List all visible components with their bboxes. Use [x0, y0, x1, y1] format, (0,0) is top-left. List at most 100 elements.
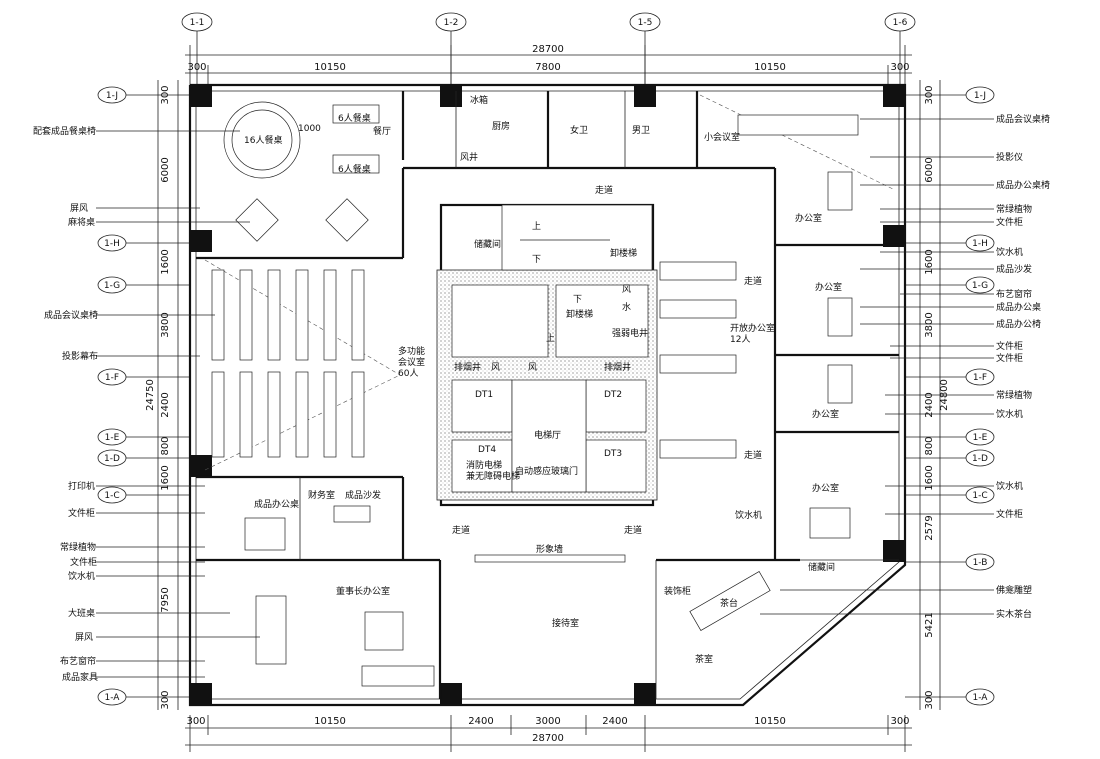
dim-left-5: 2400 — [160, 392, 171, 417]
annotation-right: 成品沙发 — [996, 263, 1032, 275]
room-label: 储藏间 — [474, 238, 501, 250]
room-label: 装饰柜 — [664, 585, 691, 597]
dim-top-total: 28700 — [532, 44, 564, 55]
room-label: DT4 — [478, 445, 496, 455]
dim-right-5: 2400 — [924, 392, 935, 417]
axis-label: 1-1 — [190, 18, 205, 28]
annotations-right: 成品会议桌椅 投影仪 成品办公桌椅 常绿植物 文件柜 饮水机 成品沙发 布艺窗帘… — [760, 113, 1050, 620]
annotation-left: 常绿植物 — [60, 541, 96, 553]
annotation-right: 布艺窗帘 — [996, 288, 1032, 300]
annotation-left: 大班桌 — [68, 607, 95, 619]
axis-label: 1-G — [104, 281, 120, 291]
room-label: 卸楼梯 — [610, 247, 637, 259]
dim-bottom-1: 300 — [186, 716, 205, 727]
right-dimensions: 300 6000 1600 3800 2400 800 1600 2579 54… — [924, 85, 950, 709]
room-label: 男卫 — [632, 125, 650, 136]
room-label: 厨房 — [492, 120, 510, 132]
room-label: 6人餐桌 — [338, 112, 371, 124]
dim-right-4: 3800 — [924, 312, 935, 337]
room-label: 风 — [491, 362, 500, 373]
annotation-right: 文件柜 — [996, 508, 1023, 520]
annotation-left: 打印机 — [68, 480, 95, 492]
annotation-right: 饮水机 — [996, 246, 1023, 258]
dim-left-3: 1600 — [160, 249, 171, 274]
room-label: 办公室 — [815, 281, 842, 293]
room-label: 成品沙发 — [345, 489, 381, 501]
annotation-left: 文件柜 — [70, 556, 97, 568]
annotation-right: 常绿植物 — [996, 203, 1032, 215]
annotations-left: 配套成品餐桌椅 屏风 麻将桌 成品会议桌椅 投影幕布 打印机 文件柜 常绿植物 … — [33, 125, 260, 683]
room-label: 下 — [573, 295, 582, 305]
annotation-right: 常绿植物 — [996, 389, 1032, 401]
annotation-right: 文件柜 — [996, 340, 1023, 352]
conference-seats — [211, 269, 365, 458]
room-label: 上 — [546, 333, 555, 344]
dim-right-6: 800 — [924, 436, 935, 455]
room-label: 16人餐桌 — [244, 134, 282, 146]
axis-label: 1-F — [973, 373, 987, 383]
top-dimensions: 28700 300 10150 7800 10150 300 — [187, 44, 909, 73]
annotation-right: 饮水机 — [996, 480, 1023, 492]
room-label: 风井 — [460, 151, 478, 163]
room-label: 电梯厅 — [534, 429, 561, 441]
room-label: 排烟井 — [454, 361, 481, 373]
dim-left-8: 7950 — [160, 587, 171, 612]
annotation-right: 投影仪 — [996, 151, 1023, 163]
room-label: 风 — [622, 284, 631, 295]
room-label: 6人餐桌 — [338, 163, 371, 175]
room-label: 走道 — [744, 449, 762, 461]
interior-walls — [196, 91, 899, 699]
dim-left-2: 6000 — [160, 157, 171, 182]
room-labels: 餐厅 6人餐桌 6人餐桌 16人餐桌 1000 厨房 冰箱 风井 女卫 男卫 小… — [244, 94, 842, 665]
annotation-right: 成品办公椅 — [996, 318, 1041, 330]
axis-label: 1-F — [105, 373, 119, 383]
dim-bottom-4: 3000 — [535, 716, 560, 727]
dim-left-4: 3800 — [160, 312, 171, 337]
dim-right-10: 300 — [924, 690, 935, 709]
room-label: 形象墙 — [536, 543, 563, 555]
axis-leaders — [126, 31, 966, 698]
dim-top-4: 10150 — [754, 62, 786, 73]
room-label: 董事长办公室 — [336, 585, 390, 597]
room-label: 排烟井 — [604, 361, 631, 373]
columns — [190, 85, 905, 705]
room-label: 办公室 — [812, 408, 839, 420]
room-label: 消防电梯兼无障碍电梯 — [466, 459, 520, 482]
room-label: 饮水机 — [735, 509, 762, 521]
annotation-right: 佛龛雕塑 — [996, 584, 1032, 596]
room-label: 办公室 — [795, 212, 822, 224]
room-label: 茶台 — [720, 597, 738, 609]
room-label: 小会议室 — [704, 131, 740, 143]
room-label: 成品办公桌 — [254, 498, 299, 510]
room-label: 水 — [622, 301, 631, 313]
dim-bottom-total: 28700 — [532, 733, 564, 744]
dim-bottom-6: 10150 — [754, 716, 786, 727]
axis-bubbles: 1-1 1-2 1-5 1-6 1-J 1-H 1-G 1-F 1-E 1-D … — [97, 12, 995, 706]
annotation-left: 投影幕布 — [62, 350, 98, 362]
axis-label: 1-C — [972, 491, 987, 501]
axis-label: 1-2 — [444, 18, 459, 28]
room-label: 女卫 — [570, 124, 588, 136]
room-label: 接待室 — [552, 617, 579, 629]
room-label: 走道 — [452, 524, 470, 536]
annotation-left: 配套成品餐桌椅 — [33, 125, 96, 137]
room-label: DT2 — [604, 390, 622, 400]
axis-label: 1-A — [105, 693, 121, 703]
room-label: 财务室 — [308, 489, 335, 501]
annotation-right: 文件柜 — [996, 216, 1023, 228]
axis-label: 1-D — [972, 454, 988, 464]
room-label: 卸楼梯 — [566, 308, 593, 320]
axis-label: 1-E — [105, 433, 120, 443]
room-label: 冰箱 — [470, 94, 488, 106]
annotation-right: 成品办公桌椅 — [996, 179, 1050, 191]
annotation-left: 文件柜 — [68, 507, 95, 519]
dim-right-9: 5421 — [924, 612, 935, 637]
axis-label: 1-J — [106, 91, 118, 101]
annotation-right: 实木茶台 — [996, 608, 1032, 620]
room-label: 强弱电井 — [612, 327, 648, 339]
room-label: 上 — [532, 221, 541, 232]
annotation-left: 成品家具 — [62, 671, 98, 683]
room-label: 办公室 — [812, 482, 839, 494]
